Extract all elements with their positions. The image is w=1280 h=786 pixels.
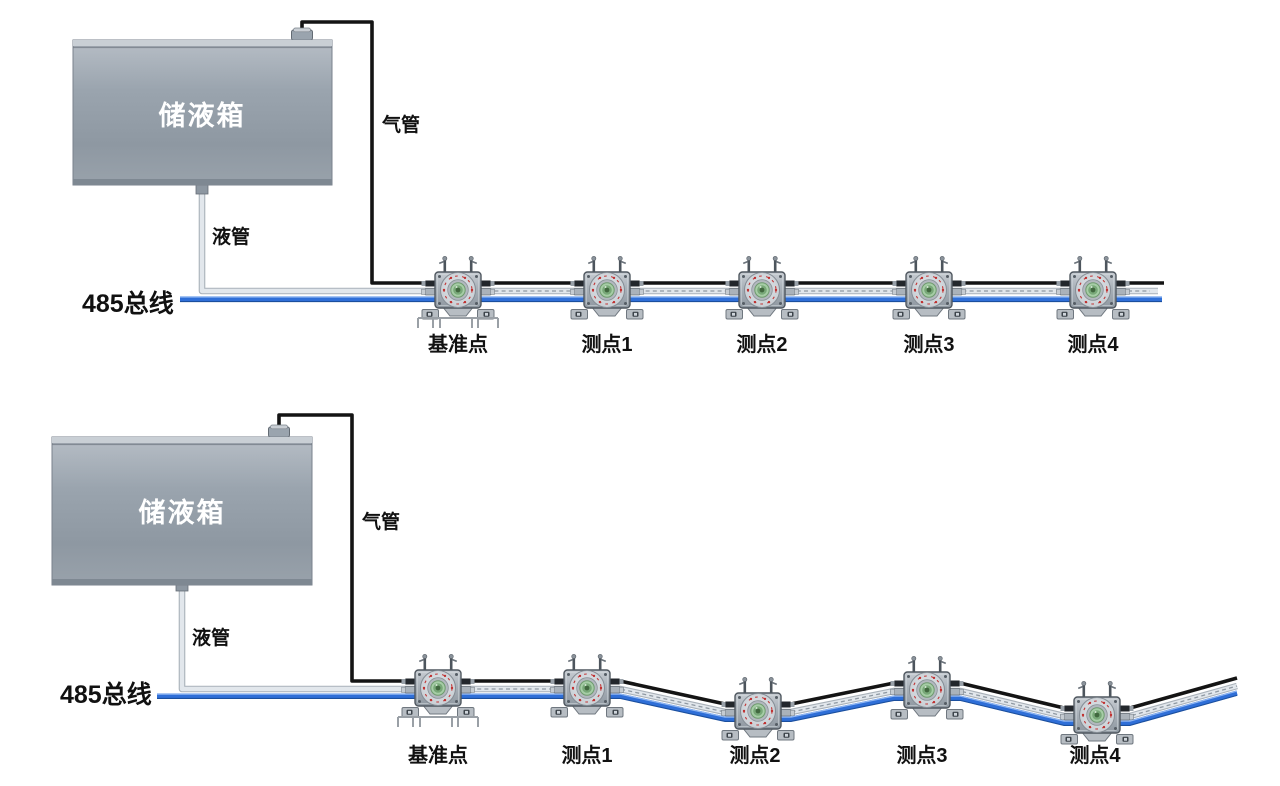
- bus-485-line: [180, 296, 1162, 303]
- liquid-pipe: [195, 184, 1158, 295]
- storage-tank: 储液箱: [72, 27, 333, 186]
- diagram-settled-pipeline: 储液箱 气管 液管 485总线 基准点 测点1 测点2 测点3 测点4: [51, 413, 1238, 767]
- bus-485-label: 485总线: [82, 289, 174, 318]
- sensor-label-1: 测点1: [581, 333, 632, 356]
- air-pipe: [300, 20, 1164, 285]
- sensor-label-reference: 基准点: [408, 743, 468, 767]
- sensor-label-4: 测点4: [1067, 333, 1119, 356]
- tank-label: 储液箱: [139, 497, 226, 528]
- air-pipe-label: 气管: [381, 113, 420, 136]
- sensor-label-1: 测点1: [561, 744, 612, 767]
- datum-marks: [397, 716, 479, 728]
- sensor-label-4: 测点4: [1069, 744, 1121, 767]
- sensor-label-3: 测点3: [896, 744, 947, 767]
- liquid-pipe-label: 液管: [192, 626, 230, 649]
- liquid-pipe-label: 液管: [212, 225, 250, 248]
- sensor-label-reference: 基准点: [428, 332, 488, 356]
- storage-tank: 储液箱: [51, 424, 313, 586]
- air-pipe: [277, 413, 1238, 710]
- air-pipe-label: 气管: [361, 510, 400, 533]
- tank-label: 储液箱: [159, 100, 246, 131]
- bus-485-label: 485总线: [60, 680, 152, 709]
- sensor-label-2: 测点2: [729, 744, 780, 767]
- sensor-label-3: 测点3: [903, 333, 954, 356]
- sensor-label-2: 测点2: [736, 333, 787, 356]
- tank-outlet-fitting: [195, 184, 209, 195]
- diagram-level-pipeline: 储液箱 气管 液管 485总线 基准点 测点1 测点2 测点3 测点4: [72, 20, 1164, 356]
